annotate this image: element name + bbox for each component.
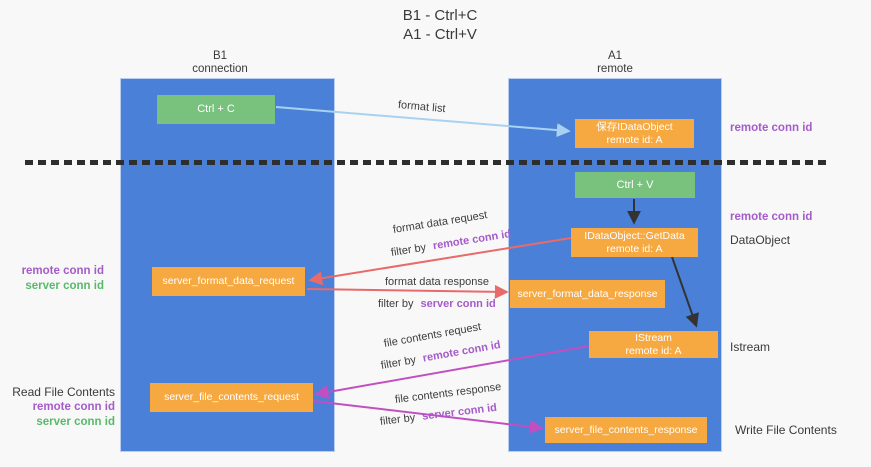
format-list-label: format list — [397, 99, 446, 115]
istream-node: IStream remote id: A — [589, 331, 718, 358]
istream-side-label: Istream — [730, 340, 770, 354]
istream-line2: remote id: A — [625, 344, 682, 357]
server-format-data-response-node: server_format_data_response — [510, 280, 665, 308]
remote-conn-id-text: remote conn id — [421, 339, 502, 365]
server-format-data-response-label: server_format_data_response — [517, 287, 658, 300]
title-line-2: A1 - Ctrl+V — [403, 26, 477, 43]
lane-header-b1: B1 connection — [140, 50, 300, 76]
phase-divider-dashed-line — [25, 160, 831, 165]
save-idataobject-node: 保存IDataObject remote id: A — [575, 119, 694, 148]
server-format-data-request-node: server_format_data_request — [152, 267, 305, 296]
remote-conn-id-text: remote conn id — [432, 228, 512, 253]
lane-b1-name: B1 — [212, 50, 228, 62]
remote-conn-id-left-label-2: remote conn id — [32, 401, 115, 413]
title-line-1: B1 - Ctrl+C — [402, 7, 478, 24]
server-conn-id-left-label-2: server conn id — [36, 416, 115, 428]
dataobject-side-label: DataObject — [730, 233, 790, 247]
format-data-response-label: format data response — [385, 276, 489, 288]
filter-by-text: filter by — [378, 298, 414, 310]
istream-text: Istream — [730, 340, 771, 354]
ctrl-c-node: Ctrl + C — [157, 95, 275, 124]
read-file-contents-label: Read File Contents — [12, 385, 115, 399]
save-idataobject-line2: remote id: A — [606, 133, 663, 146]
getdata-line1: IDataObject::GetData — [584, 229, 685, 242]
lane-a1-role: remote — [597, 63, 633, 75]
server-conn-id-left-label-1: server conn id — [25, 280, 104, 292]
lane-header-a1: A1 remote — [535, 50, 695, 76]
write-file-contents-label: Write File Contents — [735, 423, 837, 437]
server-conn-id-text: server conn id — [420, 298, 496, 310]
remote-conn-id-left-label-1: remote conn id — [21, 265, 104, 277]
format-data-response-arrow — [306, 284, 509, 299]
remote-conn-id-text: remote conn id — [730, 122, 813, 134]
filter-by-text: filter by — [390, 241, 427, 259]
istream-line1: IStream — [635, 331, 672, 344]
ctrl-v-label: Ctrl + V — [616, 178, 654, 191]
server-conn-id-text: server conn id — [421, 401, 498, 423]
diagram-title: B1 - Ctrl+C A1 - Ctrl+V — [350, 6, 530, 44]
server-file-contents-response-node: server_file_contents_response — [545, 417, 707, 443]
server-file-contents-request-node: server_file_contents_request — [150, 383, 313, 412]
format-data-request-text: format data request — [392, 209, 489, 236]
lane-a1-name: A1 — [607, 50, 623, 62]
ctrl-v-node: Ctrl + V — [575, 172, 695, 198]
lane-b1-role: connection — [192, 63, 248, 75]
format-data-response-text: format data response — [385, 276, 489, 288]
dataobject-text: DataObject — [730, 233, 791, 247]
filter-by-text: filter by — [379, 411, 416, 428]
filter-by-text: filter by — [379, 353, 417, 372]
idataobject-getdata-node: IDataObject::GetData remote id: A — [571, 228, 698, 257]
left-conn-id-group-2: Read File Contents remote conn id server… — [8, 385, 115, 430]
server-file-contents-response-label: server_file_contents_response — [554, 423, 698, 436]
left-conn-id-group-1: remote conn id server conn id — [8, 264, 104, 294]
ctrl-c-label: Ctrl + C — [197, 103, 235, 115]
format-list-text: format list — [397, 99, 447, 116]
remote-conn-id-right-label-2: remote conn id — [730, 211, 812, 223]
format-data-request-label: format data request — [392, 209, 488, 236]
remote-conn-id-right-label-1: remote conn id — [730, 122, 812, 134]
server-file-contents-request-label: server_file_contents_request — [164, 391, 299, 403]
getdata-line2: remote id: A — [606, 242, 663, 255]
write-file-contents-text: Write File Contents — [735, 423, 837, 437]
server-format-data-request-label: server_format_data_request — [162, 275, 295, 287]
filter-by-server-conn-id-label-1: filter by server conn id — [378, 298, 496, 310]
remote-conn-id-text: remote conn id — [730, 211, 813, 223]
save-idataobject-line1: 保存IDataObject — [596, 120, 673, 133]
